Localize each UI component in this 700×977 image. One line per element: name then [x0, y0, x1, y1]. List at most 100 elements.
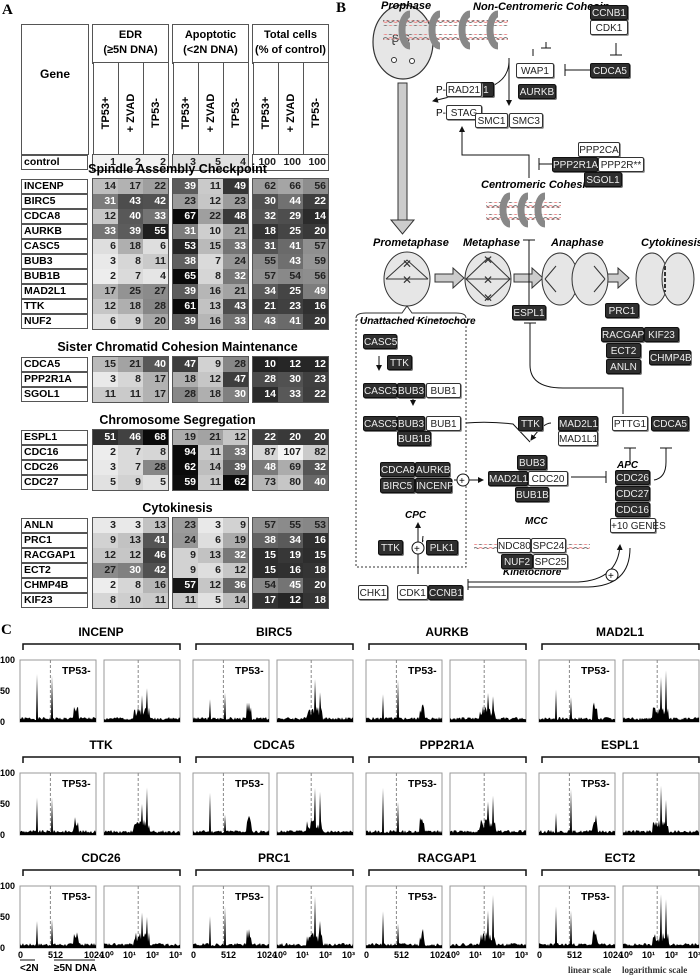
histogram-title: TTK	[89, 738, 113, 752]
table-cell: 34	[278, 533, 303, 548]
linear-histogram	[20, 919, 96, 948]
table-cell: 5	[93, 475, 118, 490]
table-cell: 8	[198, 269, 223, 284]
phase-anaphase: Anaphase	[551, 237, 604, 249]
protein-mad1l1: MAD1L1	[558, 431, 598, 446]
table-cell: 33	[223, 445, 248, 460]
gene-header-box	[21, 24, 89, 155]
log-tick-label: 10³	[688, 950, 700, 960]
protein-cdc16: CDC16	[615, 502, 650, 517]
table-cell: 57	[253, 269, 278, 284]
table-cell: 57	[173, 578, 198, 593]
linear-histogram-frame	[19, 772, 97, 836]
y-tick-label: 50	[0, 799, 11, 809]
linear-histogram-frame	[192, 885, 270, 949]
protein-casc5-b: CASC5	[363, 383, 397, 398]
protein-bub1b-c: BUB1B	[397, 431, 431, 446]
table-cell: 20	[303, 224, 328, 239]
histogram-title: CDC26	[81, 851, 121, 865]
table-cell: 62	[253, 179, 278, 194]
protein-smc1: SMC1	[475, 113, 508, 128]
protein-cdca8: CDCA8	[380, 462, 415, 477]
table-cell: 3	[173, 155, 198, 170]
table-cell: 12	[93, 299, 118, 314]
table-cell: 11	[198, 475, 223, 490]
protein-chmp4b: CHMP4B	[649, 350, 692, 365]
table-cell: 40	[303, 475, 328, 490]
table-cell: 9	[93, 533, 118, 548]
log-tick-label: 10⁰	[100, 950, 114, 960]
linear-tick-label: 1024	[84, 950, 105, 960]
table-cell: 8	[118, 254, 143, 269]
gene-name: CDCA5	[21, 357, 88, 372]
histogram-grid	[19, 643, 700, 961]
linear-histogram-frame	[365, 659, 443, 723]
protein-aurkb-top: AURKB	[518, 84, 556, 99]
linear-histogram	[193, 906, 269, 948]
table-cell: 12	[223, 563, 248, 578]
table-cell: 18	[303, 593, 328, 608]
protein-cdc26: CDC26	[615, 470, 650, 485]
table-cell: 47	[223, 372, 248, 387]
table-cell: 25	[278, 284, 303, 299]
protein-mad2l1-top: MAD2L1	[558, 416, 598, 431]
protein-ppp2r1a: PPP2R1A	[552, 157, 598, 172]
log-histogram	[277, 679, 353, 722]
protein-bub3-c: BUB3	[397, 416, 425, 431]
table-cell: 31	[253, 239, 278, 254]
protein-ttk-mid: TTK	[518, 416, 543, 431]
svg-text:+: +	[414, 544, 420, 555]
table-cell: 43	[278, 254, 303, 269]
linear-tick-label: 512	[394, 950, 410, 960]
table-cell: 33	[223, 314, 248, 329]
table-cell: 15	[303, 548, 328, 563]
table-cell: 2	[93, 578, 118, 593]
table-cell: 3	[93, 254, 118, 269]
tp53-label: TP53-	[62, 891, 91, 903]
table-cell: 46	[118, 430, 143, 445]
protein-bub3-mcc: BUB3	[517, 455, 547, 470]
table-cell: 33	[223, 239, 248, 254]
table-cell: 7	[118, 445, 143, 460]
table-cell: 100	[278, 155, 303, 170]
linear-histogram	[539, 689, 615, 722]
group-header-box	[92, 24, 169, 64]
table-cell: 38	[173, 254, 198, 269]
group-subtitle: (<2N DNA)	[183, 44, 238, 56]
gene-name: INCENP	[21, 179, 88, 194]
table-cell: 21	[223, 284, 248, 299]
label-apc: APC	[617, 460, 639, 471]
table-cell: 55	[253, 254, 278, 269]
y-tick-label: 50	[0, 686, 11, 696]
table-cell: 16	[278, 563, 303, 578]
log-histogram	[450, 795, 526, 835]
table-cell: 65	[173, 269, 198, 284]
linear-histogram	[193, 692, 269, 722]
protein-ppp2ca: PPP2CA	[578, 142, 620, 157]
table-cell: 22	[143, 179, 168, 194]
gene-name: BUB3	[21, 254, 88, 269]
group-header-box	[252, 24, 329, 64]
table-cell: 22	[198, 209, 223, 224]
subcol-header: TP53-	[310, 98, 322, 128]
log-histogram	[104, 912, 180, 948]
table-cell: 66	[278, 179, 303, 194]
table-cell: 30	[223, 387, 248, 402]
bracket	[368, 756, 527, 763]
protein-wap1: WAP1	[516, 63, 554, 78]
bracket	[368, 643, 527, 650]
table-cell: 29	[278, 209, 303, 224]
log-histogram	[623, 670, 699, 722]
table-cell: 18	[118, 299, 143, 314]
svg-text:✕: ✕	[402, 257, 412, 271]
log-tick-label: 10⁰	[273, 950, 287, 960]
bracket	[22, 756, 181, 763]
table-cell: 5	[143, 475, 168, 490]
linear-histogram	[20, 674, 96, 722]
log-tick-label: 10¹	[469, 950, 483, 960]
group-title: EDR	[118, 29, 143, 41]
gene-name: BUB1B	[21, 269, 88, 284]
bracket	[541, 756, 700, 763]
gene-name: CASC5	[21, 239, 88, 254]
protein-cdca5-apc: CDCA5	[651, 416, 689, 431]
